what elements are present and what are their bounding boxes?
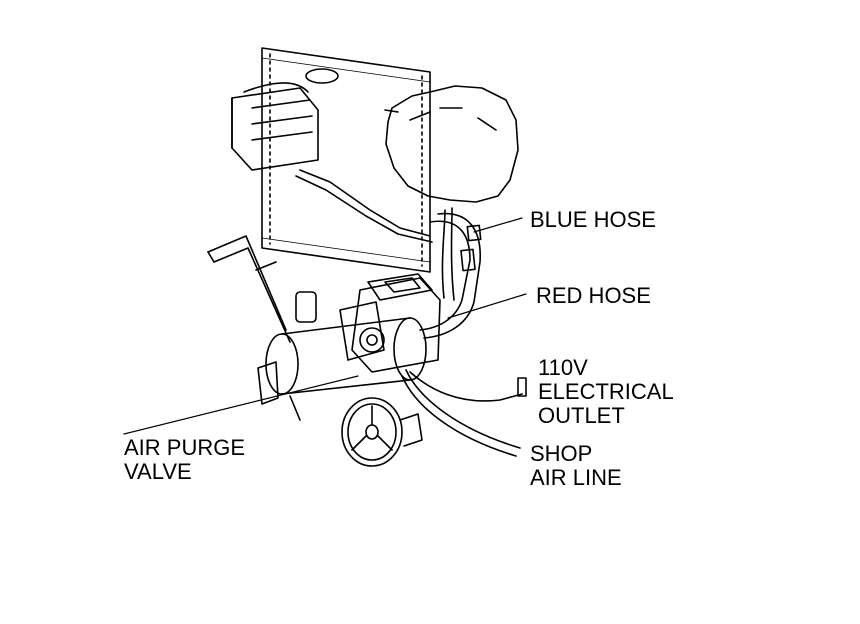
- cords: [401, 369, 527, 457]
- hoses: [419, 207, 482, 339]
- radiator: [261, 47, 431, 273]
- flush-machine: [295, 273, 441, 373]
- leader-lines: [123, 217, 527, 435]
- wheel: [341, 397, 423, 467]
- air-tank: [257, 317, 427, 421]
- engine: [385, 85, 519, 203]
- electrical-outlet-label: 110V ELECTRICAL OUTLET: [538, 355, 674, 428]
- red-hose-label: RED HOSE: [536, 283, 651, 308]
- cart-handle: [207, 235, 291, 343]
- shop-air-line-label: SHOP AIR LINE: [530, 441, 622, 490]
- cooler-assembly: [231, 82, 433, 243]
- blue-hose-label: BLUE HOSE: [530, 207, 656, 232]
- air-purge-valve-label: AIR PURGE VALVE: [124, 435, 246, 484]
